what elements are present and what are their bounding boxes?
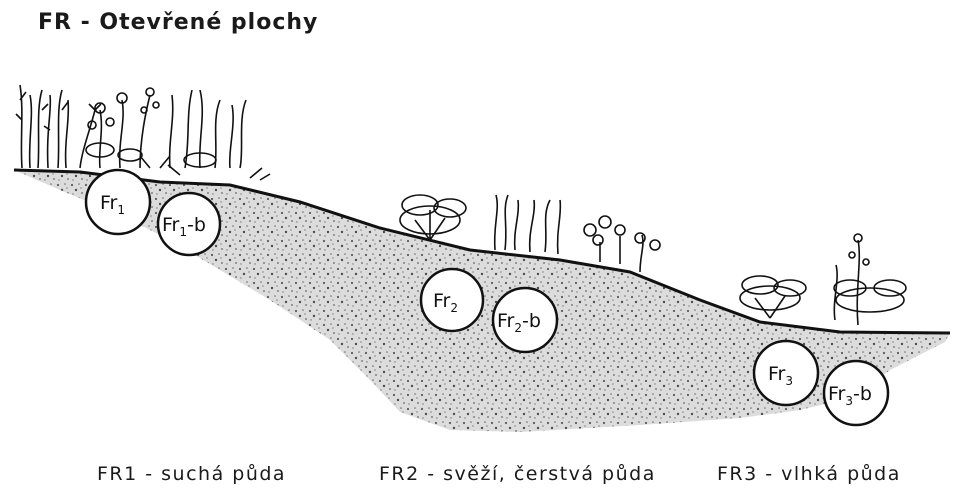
zone-caption-fr1: FR1 - suchá půda <box>97 463 286 485</box>
circle-fr1 <box>86 170 150 234</box>
circle-fr2 <box>421 269 483 331</box>
vegetation-dry <box>16 85 270 180</box>
vegetation-wet <box>740 234 906 325</box>
circle-fr3 <box>754 341 818 405</box>
zone-caption-fr3: FR3 - vlhká půda <box>717 463 901 485</box>
zone-caption-fr2: FR2 - svěží, čerstvá půda <box>379 463 656 485</box>
